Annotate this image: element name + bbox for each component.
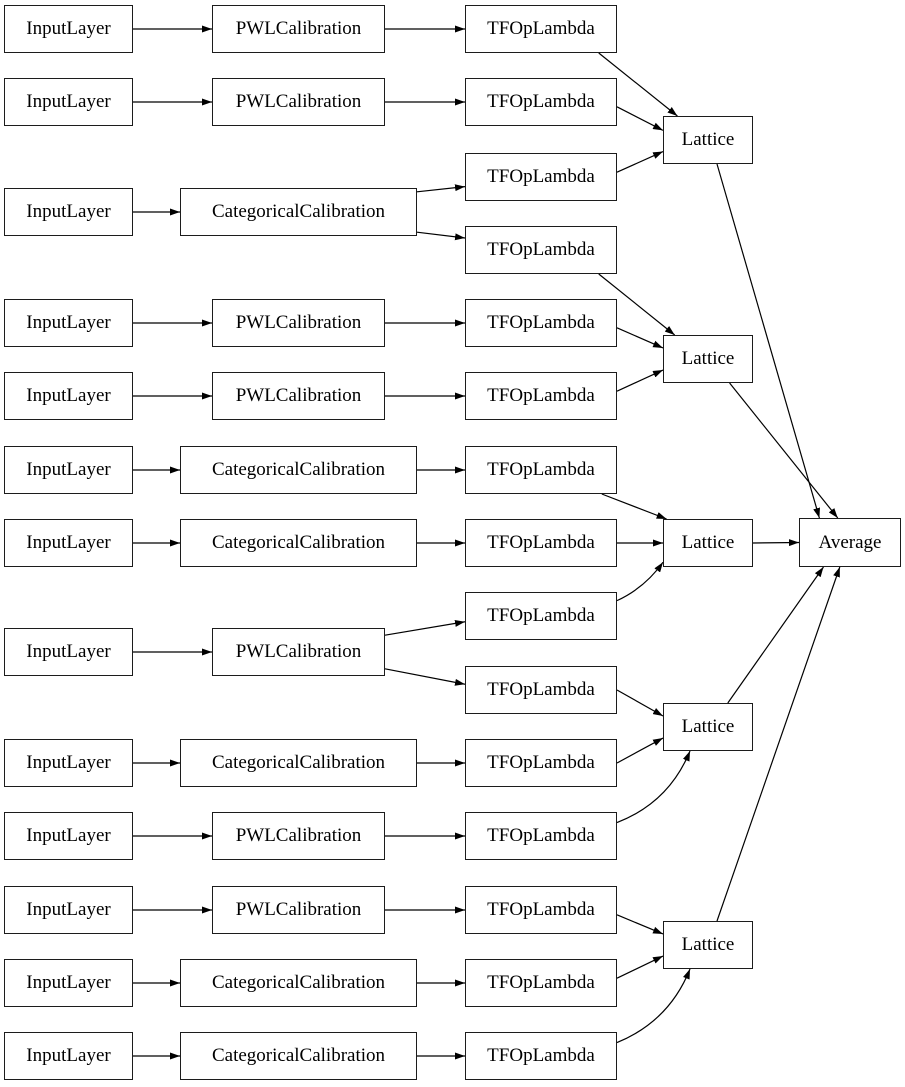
graph-node-tfoplambda: TFOpLambda (465, 812, 617, 860)
graph-node-inputlayer: InputLayer (4, 519, 133, 567)
graph-node-inputlayer: InputLayer (4, 5, 133, 53)
edge-t2-to-l1 (616, 106, 664, 131)
graph-node-categoricalcalibration: CategoricalCalibration (180, 188, 417, 236)
graph-node-categoricalcalibration: CategoricalCalibration (180, 1032, 417, 1080)
edge-t15-to-l5 (616, 968, 691, 1044)
graph-node-tfoplambda: TFOpLambda (465, 226, 617, 274)
edge-t3-to-l1 (616, 150, 664, 173)
graph-node-inputlayer: InputLayer (4, 1032, 133, 1080)
graph-node-inputlayer: InputLayer (4, 446, 133, 494)
graph-node-inputlayer: InputLayer (4, 812, 133, 860)
graph-node-average: Average (799, 518, 901, 567)
edge-t10-to-l4 (616, 689, 664, 717)
graph-node-inputlayer: InputLayer (4, 78, 133, 126)
graph-node-tfoplambda: TFOpLambda (465, 1032, 617, 1080)
graph-node-lattice: Lattice (663, 116, 753, 164)
graph-node-pwlcalibration: PWLCalibration (212, 299, 385, 347)
graph-node-tfoplambda: TFOpLambda (465, 372, 617, 420)
edge-c3-to-t3 (416, 184, 466, 193)
graph-node-categoricalcalibration: CategoricalCalibration (180, 739, 417, 787)
graph-node-inputlayer: InputLayer (4, 739, 133, 787)
edge-c3-to-t4 (416, 231, 466, 241)
graph-node-lattice: Lattice (663, 519, 753, 567)
edge-t12-to-l4 (616, 750, 691, 824)
edge-t11-to-l4 (616, 737, 664, 764)
graph-node-pwlcalibration: PWLCalibration (212, 5, 385, 53)
graph-node-tfoplambda: TFOpLambda (465, 78, 617, 126)
graph-node-pwlcalibration: PWLCalibration (212, 812, 385, 860)
graph-node-tfoplambda: TFOpLambda (465, 299, 617, 347)
edge-c8-to-t10 (384, 668, 466, 686)
graph-node-pwlcalibration: PWLCalibration (212, 372, 385, 420)
graph-node-inputlayer: InputLayer (4, 188, 133, 236)
graph-node-tfoplambda: TFOpLambda (465, 666, 617, 714)
graph-node-inputlayer: InputLayer (4, 886, 133, 934)
graph-node-lattice: Lattice (663, 703, 753, 751)
graph-node-pwlcalibration: PWLCalibration (212, 886, 385, 934)
graph-node-tfoplambda: TFOpLambda (465, 5, 617, 53)
graph-node-tfoplambda: TFOpLambda (465, 519, 617, 567)
graph-node-tfoplambda: TFOpLambda (465, 886, 617, 934)
edge-t13-to-l5 (616, 914, 664, 935)
graph-node-tfoplambda: TFOpLambda (465, 446, 617, 494)
edge-c8-to-t9 (384, 619, 466, 636)
edge-l2-to-avg (729, 382, 839, 519)
graph-node-inputlayer: InputLayer (4, 628, 133, 676)
graph-node-inputlayer: InputLayer (4, 959, 133, 1007)
graph-node-tfoplambda: TFOpLambda (465, 153, 617, 201)
graph-node-lattice: Lattice (663, 335, 753, 383)
graph-node-categoricalcalibration: CategoricalCalibration (180, 959, 417, 1007)
edge-t5-to-l2 (616, 327, 664, 349)
edge-t14-to-l5 (616, 955, 664, 979)
edge-l4-to-avg (727, 566, 824, 704)
graph-node-categoricalcalibration: CategoricalCalibration (180, 519, 417, 567)
graph-node-inputlayer: InputLayer (4, 299, 133, 347)
graph-node-tfoplambda: TFOpLambda (465, 592, 617, 640)
graph-node-inputlayer: InputLayer (4, 372, 133, 420)
graph-node-tfoplambda: TFOpLambda (465, 959, 617, 1007)
graph-node-pwlcalibration: PWLCalibration (212, 78, 385, 126)
edge-l3-to-avg (752, 539, 800, 547)
graph-node-pwlcalibration: PWLCalibration (212, 628, 385, 676)
edge-t7-to-l3 (601, 493, 667, 520)
graph-node-tfoplambda: TFOpLambda (465, 739, 617, 787)
edge-t9-to-l3 (616, 561, 664, 602)
graph-node-lattice: Lattice (663, 921, 753, 969)
graph-node-categoricalcalibration: CategoricalCalibration (180, 446, 417, 494)
edge-t6-to-l2 (616, 369, 664, 392)
